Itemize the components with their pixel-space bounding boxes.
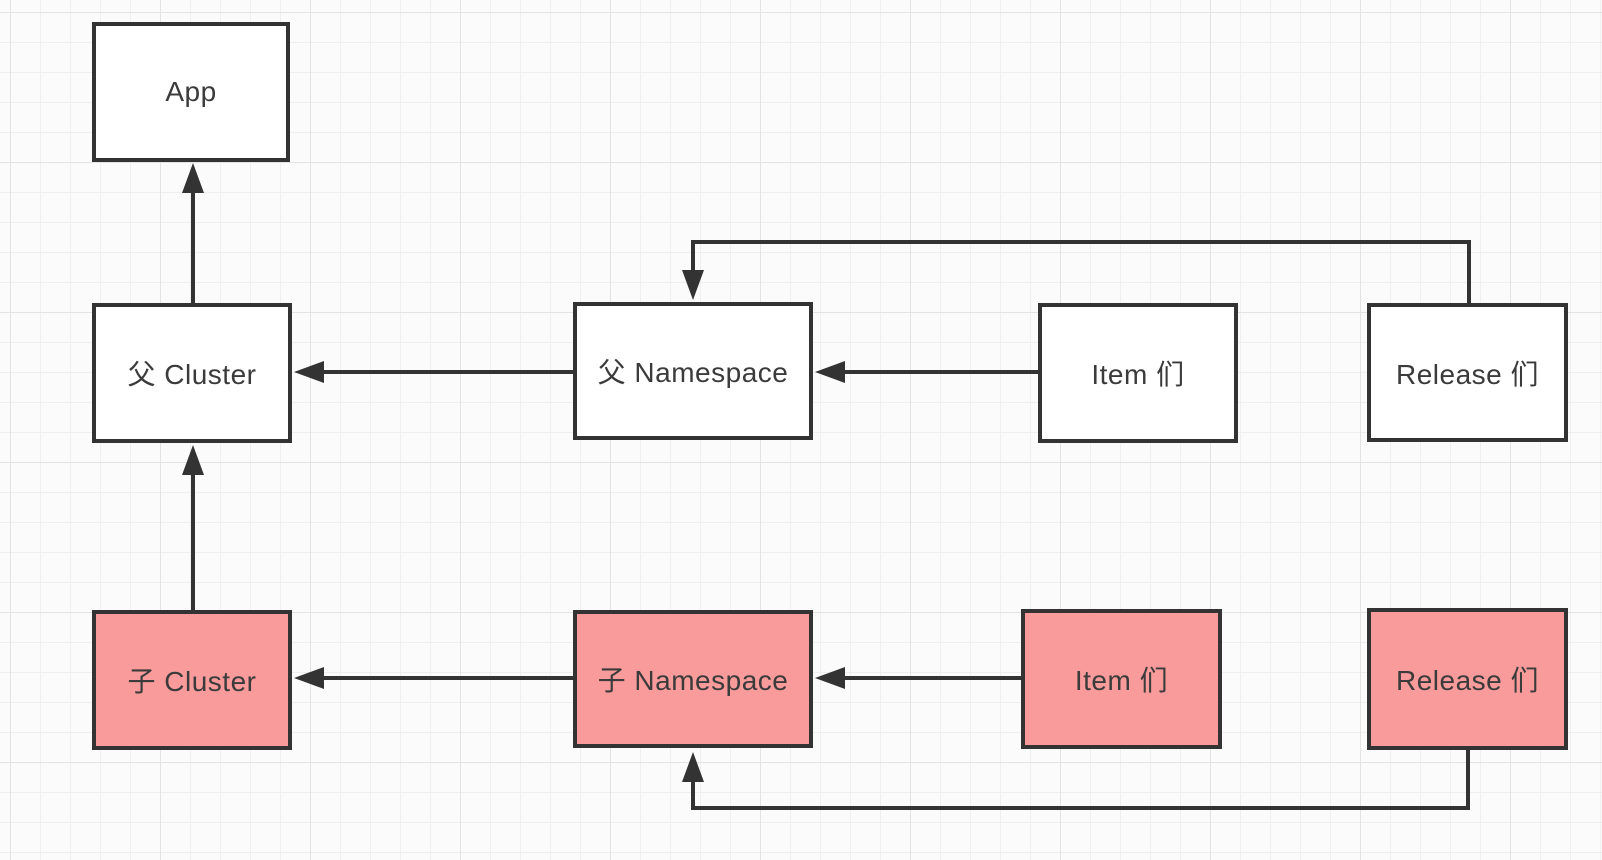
arrowhead-up-into-parent-cluster <box>182 445 204 475</box>
node-parent-cluster-label: 父 Cluster <box>127 359 257 390</box>
node-child-items-label: Item 们 <box>1074 665 1169 696</box>
node-child-items: Item 们 <box>1021 609 1222 749</box>
node-parent-releases-label: Release 们 <box>1395 358 1539 390</box>
arrowhead-up-into-child-namespace <box>682 752 704 782</box>
arrowhead-left-into-child-cluster <box>294 667 324 689</box>
edge-child-releases-to-child-namespace <box>691 750 1470 810</box>
arrowhead-left-into-parent-namespace <box>815 361 845 383</box>
node-child-releases-label: Release 们 <box>1395 665 1539 696</box>
node-child-namespace: 子 Namespace <box>573 610 813 748</box>
arrowhead-left-into-parent-cluster <box>294 361 324 383</box>
node-child-cluster-label: 子 Cluster <box>127 666 257 697</box>
node-child-releases: Release 们 <box>1367 608 1568 750</box>
node-parent-namespace: 父 Namespace <box>573 302 813 440</box>
node-parent-namespace-label: 父 Namespace <box>597 357 789 388</box>
arrowhead-up-into-app <box>182 163 204 193</box>
arrowhead-left-into-child-namespace <box>815 667 845 689</box>
arrowhead-down-into-parent-namespace <box>682 270 704 300</box>
node-app: App <box>92 22 290 162</box>
node-parent-releases: Release 们 <box>1367 303 1568 442</box>
node-parent-cluster: 父 Cluster <box>92 303 292 443</box>
node-parent-items-label: Item 们 <box>1091 359 1185 390</box>
node-child-namespace-label: 子 Namespace <box>597 665 789 696</box>
edge-parent-releases-to-parent-namespace <box>691 240 1471 303</box>
node-app-label: App <box>165 76 217 107</box>
node-child-cluster: 子 Cluster <box>92 610 292 750</box>
node-parent-items: Item 们 <box>1038 303 1238 443</box>
